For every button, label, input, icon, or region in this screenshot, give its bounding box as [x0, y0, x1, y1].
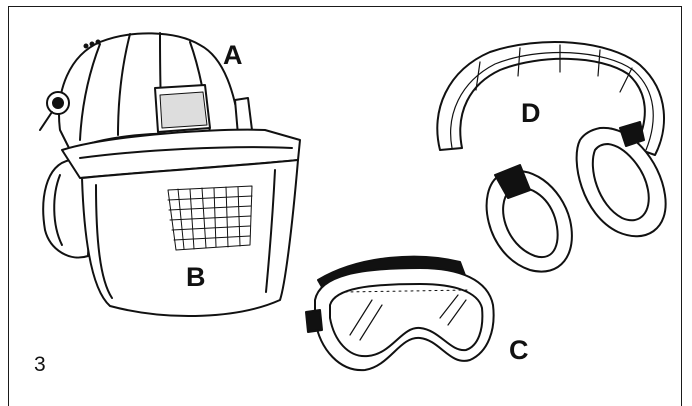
helmet-icon: [39, 32, 301, 259]
label-c: C: [509, 335, 529, 365]
ear-protectors-icon: [436, 41, 667, 273]
face-visor-icon: [81, 159, 299, 318]
safety-goggles-icon: [305, 255, 495, 372]
label-d: D: [521, 98, 541, 128]
figure-frame: [8, 6, 682, 406]
label-b: B: [186, 262, 206, 292]
figure-number: 3: [34, 353, 46, 376]
label-a: A: [223, 40, 243, 70]
